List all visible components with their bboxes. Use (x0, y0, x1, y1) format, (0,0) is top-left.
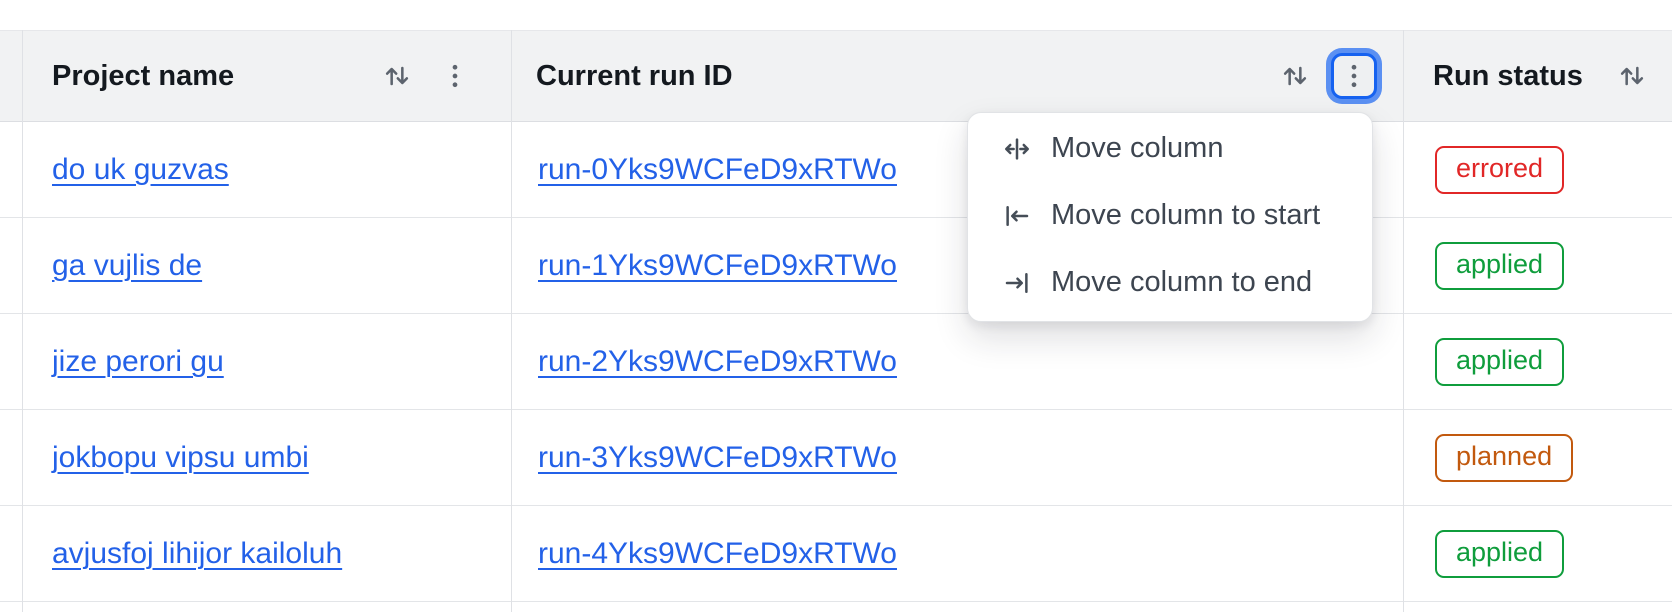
status-badge: applied (1435, 242, 1565, 290)
menu-item-label: Move column to start (1051, 199, 1321, 231)
column-label: Current run ID (536, 59, 733, 92)
sort-icon[interactable] (1610, 54, 1654, 98)
column-label: Project name (52, 59, 235, 92)
status-badge: errored (1435, 146, 1565, 194)
menu-item-move-column[interactable]: Move column (968, 115, 1372, 182)
project-name-link[interactable]: do uk guzvas (52, 153, 229, 186)
column-header-run-status: Run status (1403, 31, 1672, 121)
table-row: jokbopu vipsu umbi run-3Yks9WCFeD9xRTWo … (0, 410, 1672, 506)
project-name-link[interactable]: avjusfoj lihijor kailoluh (52, 537, 343, 570)
menu-item-label: Move column (1051, 132, 1224, 164)
table-header-row: Project name Current run ID (0, 30, 1672, 122)
column-label: Run status (1433, 59, 1583, 92)
project-name-link[interactable]: jize perori gu (52, 345, 224, 378)
column-menu-button[interactable] (433, 54, 477, 98)
run-id-link[interactable]: run-4Yks9WCFeD9xRTWo (538, 537, 897, 570)
column-header-current-run-id: Current run ID (511, 31, 1403, 121)
sort-icon[interactable] (1273, 54, 1317, 98)
column-options-menu: Move column Move column to start Move co… (967, 112, 1373, 322)
column-menu-button-focused[interactable] (1331, 53, 1377, 99)
run-id-link[interactable]: run-2Yks9WCFeD9xRTWo (538, 345, 897, 378)
run-id-link[interactable]: run-0Yks9WCFeD9xRTWo (538, 153, 897, 186)
menu-item-label: Move column to end (1051, 266, 1313, 298)
menu-item-move-column-to-end[interactable]: Move column to end (968, 249, 1372, 316)
run-id-link[interactable]: run-1Yks9WCFeD9xRTWo (538, 249, 897, 282)
move-column-icon (1002, 134, 1032, 164)
project-name-link[interactable]: ga vujlis de (52, 249, 203, 282)
table-row: do uk guzvas run-0Yks9WCFeD9xRTWo errore… (0, 122, 1672, 218)
column-divider (511, 30, 512, 612)
sort-icon[interactable] (375, 54, 419, 98)
column-divider (22, 30, 23, 612)
column-header-project-name: Project name (22, 31, 511, 121)
status-badge: applied (1435, 338, 1565, 386)
project-name-link[interactable]: jokbopu vipsu umbi (52, 441, 309, 474)
menu-item-move-column-to-start[interactable]: Move column to start (968, 182, 1372, 249)
status-badge: applied (1435, 530, 1565, 578)
move-column-to-start-icon (1002, 201, 1032, 231)
column-divider (1403, 30, 1404, 612)
projects-table: Project name Current run ID (0, 30, 1672, 602)
status-badge: planned (1435, 434, 1574, 482)
table-row: jize perori gu run-2Yks9WCFeD9xRTWo appl… (0, 314, 1672, 410)
move-column-to-end-icon (1002, 268, 1032, 298)
table-row: ga vujlis de run-1Yks9WCFeD9xRTWo applie… (0, 218, 1672, 314)
table-row: avjusfoj lihijor kailoluh run-4Yks9WCFeD… (0, 506, 1672, 602)
run-id-link[interactable]: run-3Yks9WCFeD9xRTWo (538, 441, 897, 474)
